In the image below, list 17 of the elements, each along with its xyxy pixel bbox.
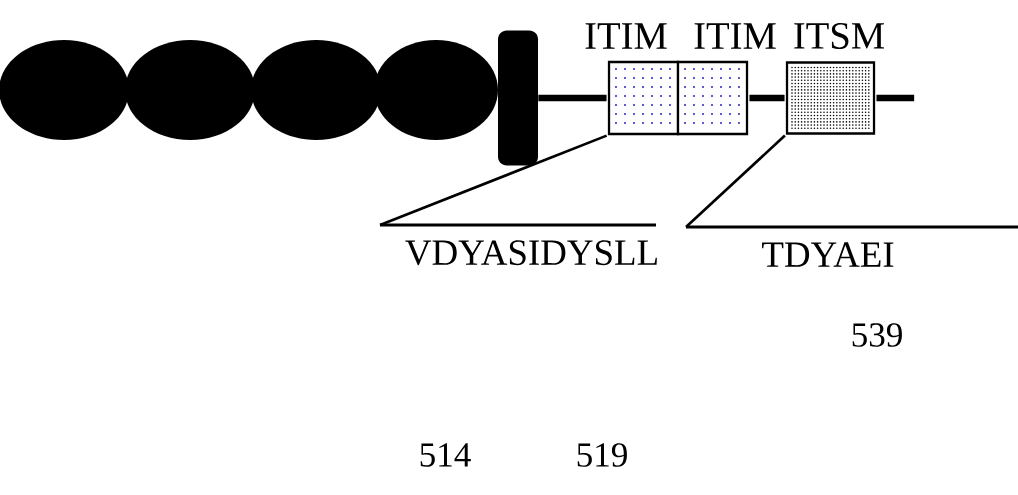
residue-number: 514: [420, 443, 471, 467]
leader-line: [379, 134, 608, 227]
node-label: ITIM: [694, 23, 776, 49]
leader-line: [685, 134, 786, 228]
backbone-line: [876, 94, 915, 102]
domain-ellipse: [125, 40, 255, 140]
backbone-line: [538, 94, 607, 102]
node-label: ITSM: [794, 23, 885, 49]
domain-ellipse: [374, 40, 498, 140]
residue-number: 539: [852, 323, 902, 347]
membrane-bar: [498, 30, 538, 166]
backbone-line: [749, 94, 785, 102]
residue-number: 519: [577, 443, 627, 467]
sequence-label: TDYAEI: [686, 225, 1018, 267]
node-label: ITIM: [585, 23, 667, 49]
sequence-label: VDYASIDYSLL: [380, 223, 657, 266]
motif-box: ITSM: [785, 23, 885, 135]
